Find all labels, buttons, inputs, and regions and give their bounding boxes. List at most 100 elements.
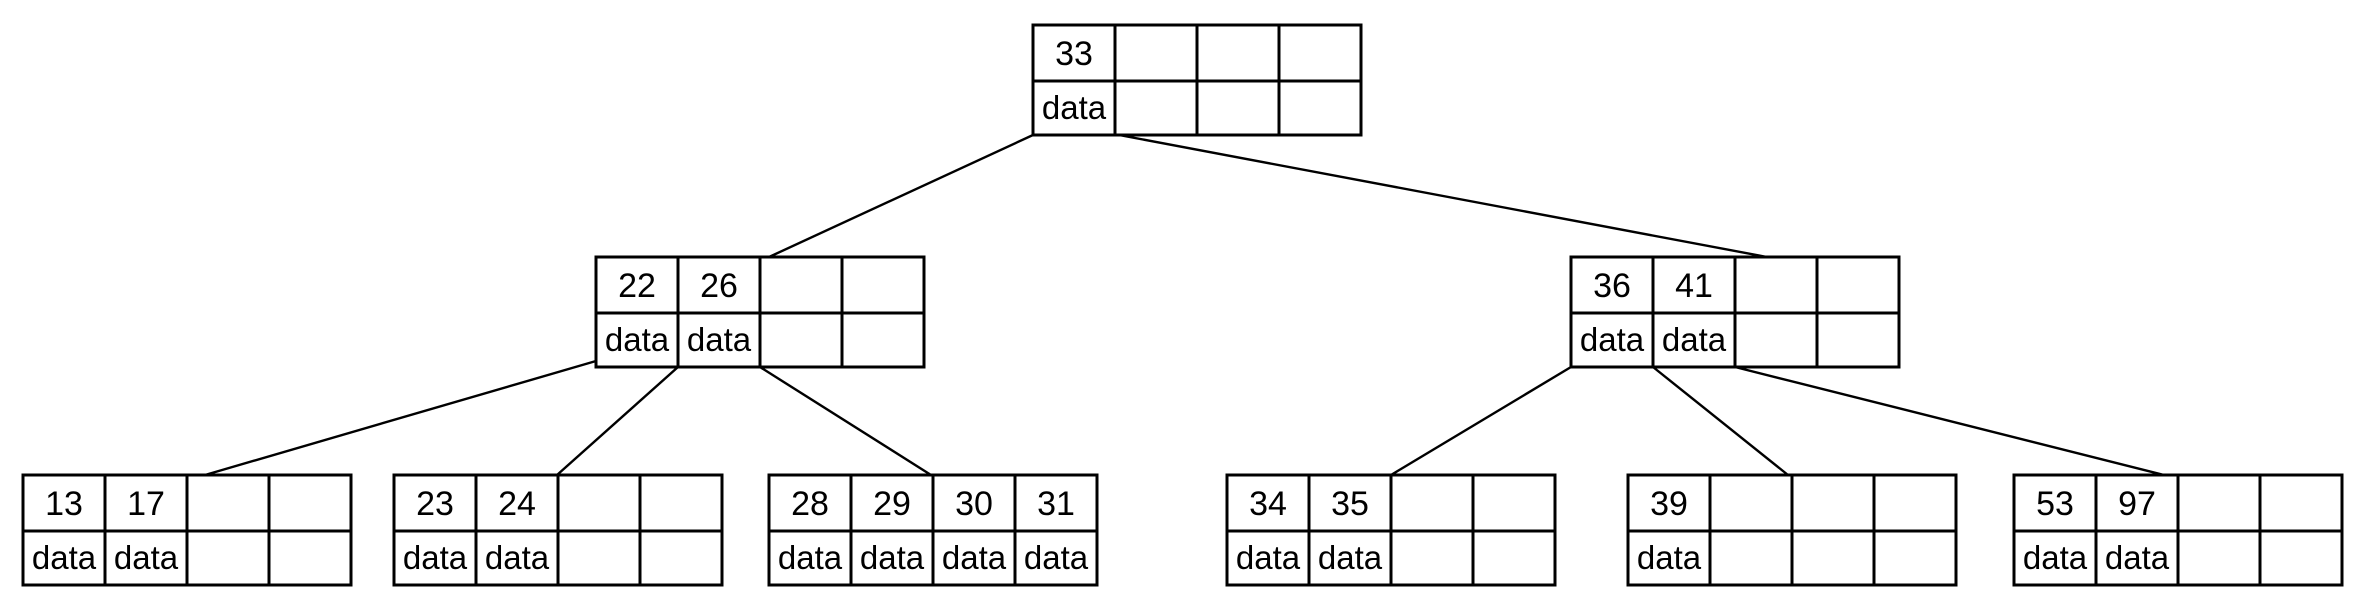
data-label: data xyxy=(485,539,550,576)
key-label: 31 xyxy=(1037,485,1075,523)
data-cell xyxy=(849,529,935,587)
node-leaf-6: 53 data 97 data xyxy=(2012,473,2344,587)
edges xyxy=(204,133,2165,477)
data-cell xyxy=(2258,529,2344,587)
data-cell xyxy=(931,529,1017,587)
data-label: data xyxy=(403,539,468,576)
data-cell xyxy=(1031,79,1117,137)
key-cell xyxy=(267,473,353,533)
data-cell xyxy=(1195,79,1281,137)
data-cell xyxy=(103,529,189,587)
edge-internal-left-to-leaf-3 xyxy=(759,365,932,477)
key-label: 23 xyxy=(416,485,454,523)
data-cell xyxy=(758,311,844,369)
key-cell xyxy=(1013,473,1099,533)
edge-internal-right-to-leaf-6 xyxy=(1734,365,2165,477)
key-label: 53 xyxy=(2036,485,2074,523)
data-cell xyxy=(1113,79,1199,137)
data-cell xyxy=(267,529,353,587)
key-cell xyxy=(638,473,724,533)
key-label: 22 xyxy=(618,267,656,305)
edge-internal-left-to-leaf-1 xyxy=(204,359,597,477)
data-cell xyxy=(1815,311,1901,369)
data-cell xyxy=(2176,529,2262,587)
data-label: data xyxy=(1236,539,1301,576)
data-cell xyxy=(1872,529,1958,587)
key-cell xyxy=(1708,473,1794,533)
data-label: data xyxy=(114,539,179,576)
data-label: data xyxy=(942,539,1007,576)
data-label: data xyxy=(1662,321,1727,358)
key-cell xyxy=(1471,473,1557,533)
key-cell xyxy=(556,473,642,533)
key-label: 17 xyxy=(127,485,165,523)
data-label: data xyxy=(778,539,843,576)
node-leaf-1: 13 data 17 data xyxy=(21,473,353,587)
data-cell xyxy=(1733,311,1819,369)
key-cell xyxy=(1733,255,1819,315)
data-label: data xyxy=(32,539,97,576)
key-cell xyxy=(392,473,478,533)
key-cell xyxy=(1113,23,1199,83)
data-cell xyxy=(185,529,271,587)
data-cell xyxy=(392,529,478,587)
key-cell xyxy=(1872,473,1958,533)
edge-root-to-internal-left xyxy=(768,133,1034,259)
data-label: data xyxy=(2105,539,2170,576)
data-cell xyxy=(1277,79,1363,137)
data-cell xyxy=(1389,529,1475,587)
key-cell xyxy=(2012,473,2098,533)
key-label: 34 xyxy=(1249,485,1287,523)
key-cell xyxy=(1225,473,1311,533)
key-cell xyxy=(2176,473,2262,533)
nodes: 33data22data26data36data41data13data17da… xyxy=(21,23,2344,587)
data-label: data xyxy=(860,539,925,576)
data-label: data xyxy=(687,321,752,358)
key-cell xyxy=(1307,473,1393,533)
data-cell xyxy=(767,529,853,587)
key-cell xyxy=(1031,23,1117,83)
key-label: 29 xyxy=(873,485,911,523)
data-label: data xyxy=(605,321,670,358)
key-cell xyxy=(931,473,1017,533)
key-cell xyxy=(185,473,271,533)
key-cell xyxy=(1389,473,1475,533)
edge-internal-right-to-leaf-4 xyxy=(1390,365,1572,477)
key-label: 30 xyxy=(955,485,993,523)
key-cell xyxy=(1790,473,1876,533)
key-label: 39 xyxy=(1650,485,1688,523)
edge-internal-left-to-leaf-2 xyxy=(556,366,679,476)
data-label: data xyxy=(1024,539,1089,576)
data-cell xyxy=(1307,529,1393,587)
key-label: 33 xyxy=(1055,35,1093,73)
key-cell xyxy=(2094,473,2180,533)
data-label: data xyxy=(1637,539,1702,576)
key-cell xyxy=(840,255,926,315)
key-cell xyxy=(1195,23,1281,83)
data-cell xyxy=(556,529,642,587)
key-cell xyxy=(758,255,844,315)
key-cell xyxy=(767,473,853,533)
node-leaf-5: 39 data xyxy=(1626,473,1958,587)
key-label: 97 xyxy=(2118,485,2156,523)
data-cell xyxy=(1569,311,1655,369)
key-cell xyxy=(1277,23,1363,83)
node-internal-left: 22 data 26 data xyxy=(594,255,926,369)
data-cell xyxy=(474,529,560,587)
key-cell xyxy=(2258,473,2344,533)
data-cell xyxy=(21,529,107,587)
edge-internal-right-to-leaf-5 xyxy=(1652,366,1789,476)
key-cell xyxy=(1815,255,1901,315)
data-label: data xyxy=(2023,539,2088,576)
key-label: 35 xyxy=(1331,485,1369,523)
key-label: 41 xyxy=(1675,267,1713,305)
key-label: 26 xyxy=(700,267,738,305)
key-cell xyxy=(474,473,560,533)
data-cell xyxy=(1708,529,1794,587)
key-label: 13 xyxy=(45,485,83,523)
